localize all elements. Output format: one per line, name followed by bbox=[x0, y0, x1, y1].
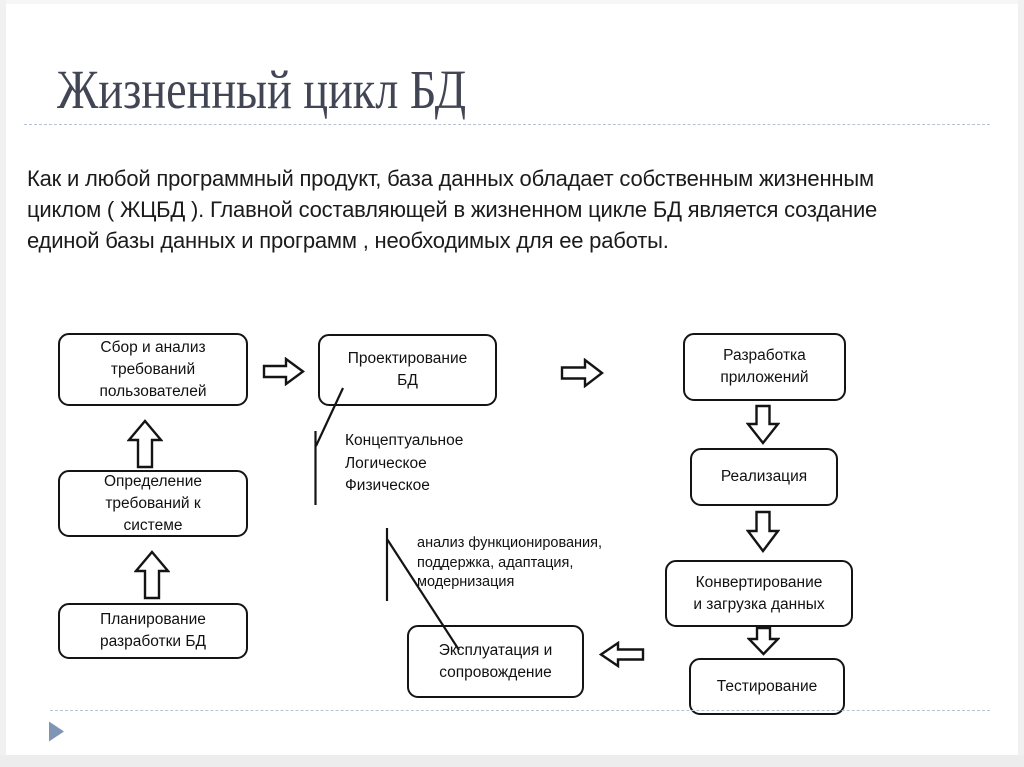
arrow-down-icon bbox=[746, 510, 780, 553]
arrow-up-icon bbox=[127, 419, 163, 469]
page-title: Жизненный цикл БД bbox=[57, 59, 467, 120]
design-levels-note: Концептуальное Логическое Физическое bbox=[345, 430, 463, 498]
design-levels-leader-line bbox=[314, 387, 344, 505]
maintenance-leader-line bbox=[385, 528, 460, 651]
arrow-right-icon bbox=[560, 358, 604, 388]
intro-line: Как и любой программный продукт, база да… bbox=[27, 166, 874, 191]
arrow-down-icon bbox=[746, 404, 780, 445]
flow-box-db-design: Проектирование БД bbox=[318, 334, 497, 406]
frame-edge-right bbox=[1018, 0, 1024, 767]
maintenance-note-line: поддержка, адаптация, bbox=[417, 554, 574, 571]
frame-edge-left bbox=[0, 0, 6, 767]
flow-box-operation-maintenance: Эксплуатация и сопровождение bbox=[407, 625, 584, 698]
frame-edge-top bbox=[0, 0, 1024, 4]
intro-line: циклом ( ЖЦБД ). Главной составляющей в … bbox=[27, 197, 878, 222]
flow-box-testing: Тестирование bbox=[689, 658, 845, 715]
flow-box-define-requirements: Определение требований к системе bbox=[58, 470, 248, 537]
maintenance-note-line: модернизация bbox=[417, 574, 515, 590]
footer-divider bbox=[50, 710, 990, 711]
title-divider bbox=[24, 124, 990, 125]
arrow-right-icon bbox=[262, 357, 305, 386]
intro-line: единой базы данных и программ , необходи… bbox=[27, 228, 669, 253]
design-level-item: Физическое bbox=[345, 477, 430, 494]
maintenance-note-line: анализ функционирования, bbox=[417, 535, 603, 551]
design-level-item: Логическое bbox=[345, 454, 427, 472]
slide-nav-arrow-icon[interactable] bbox=[48, 721, 65, 742]
flow-box-app-development: Разработка приложений bbox=[683, 333, 846, 401]
design-level-item: Концептуальное bbox=[345, 432, 464, 449]
arrow-left-icon bbox=[599, 641, 645, 668]
frame-edge-bottom bbox=[0, 755, 1024, 767]
maintenance-note: анализ функционирования, поддержка, адап… bbox=[417, 534, 602, 593]
flow-box-collect-requirements: Сбор и анализ требований пользователей bbox=[58, 333, 248, 406]
flow-box-convert-load-data: Конвертирование и загрузка данных bbox=[665, 560, 853, 627]
arrow-down-icon bbox=[747, 626, 780, 656]
arrow-up-icon bbox=[134, 550, 170, 600]
flow-box-implementation: Реализация bbox=[690, 448, 838, 506]
flow-box-plan-development: Планирование разработки БД bbox=[58, 603, 248, 659]
intro-paragraph: Как и любой программный продукт, база да… bbox=[27, 163, 877, 256]
